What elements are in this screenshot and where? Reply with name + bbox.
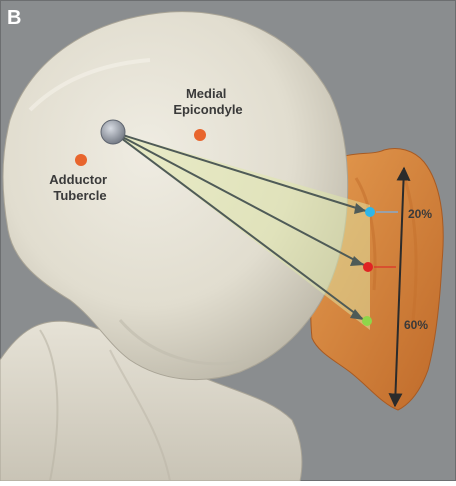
label-60-percent: 60%	[404, 318, 428, 332]
medial-epicondyle-marker	[194, 129, 206, 141]
marker-20-percent	[365, 207, 375, 217]
panel-letter: B	[7, 7, 21, 29]
label-20-percent: 20%	[408, 207, 432, 221]
marker-middle	[363, 262, 373, 272]
adductor-tubercle-marker	[75, 154, 87, 166]
adductor-tubercle-label: Adductor Tubercle	[49, 172, 110, 203]
pivot-point	[101, 120, 125, 144]
marker-60-percent	[362, 316, 372, 326]
